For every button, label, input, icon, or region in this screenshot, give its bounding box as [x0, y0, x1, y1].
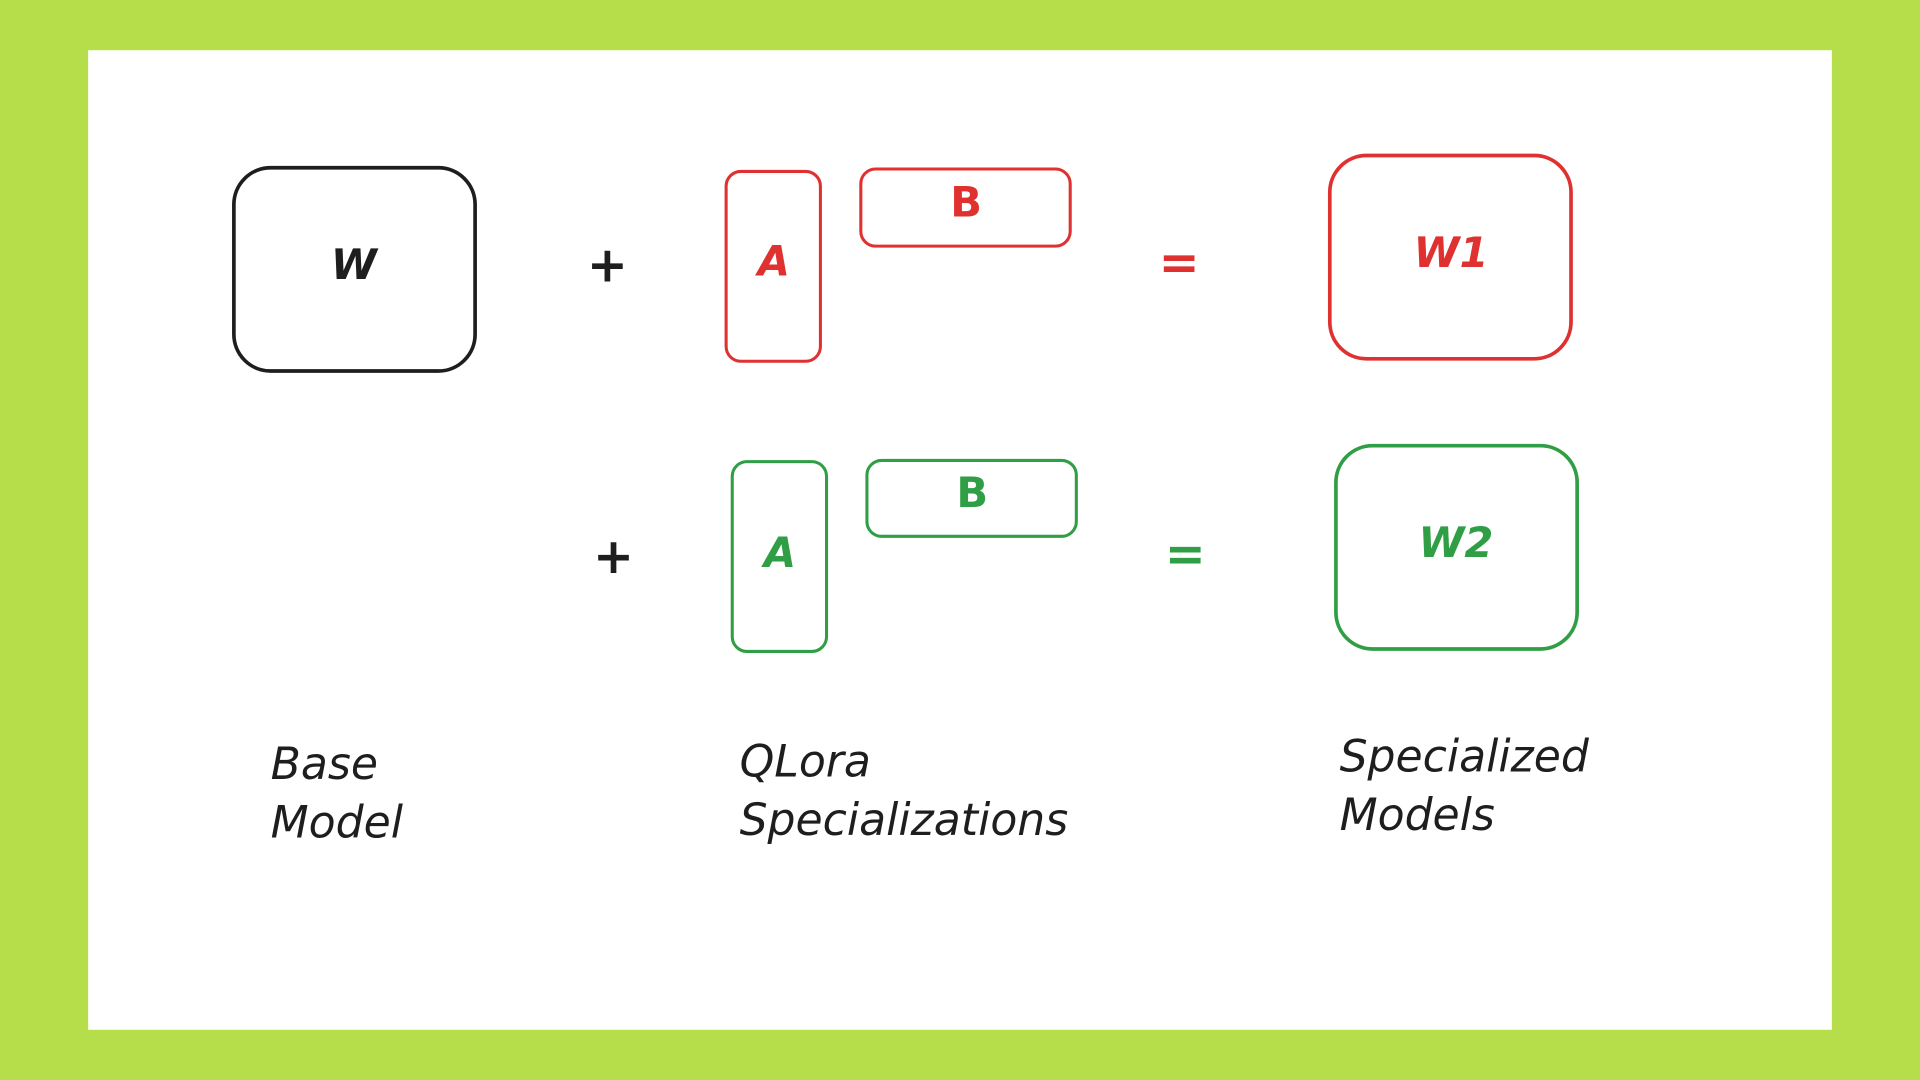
green-a-label: A: [761, 528, 796, 577]
red-b-label: B: [950, 178, 982, 227]
specialized-matrix-w2: W2: [1334, 443, 1579, 651]
red-matrix-a: A: [724, 169, 822, 363]
equals-sign-1: =: [1159, 234, 1200, 291]
plus-sign-2: +: [593, 528, 634, 585]
base-model-label-line1: Base: [271, 739, 378, 790]
specialized-label-line1: Specialized: [1340, 731, 1590, 782]
canvas: [88, 50, 1832, 1030]
red-matrix-b: B: [859, 167, 1072, 248]
base-matrix-label: W: [331, 240, 379, 289]
equals-sign-2: =: [1165, 526, 1206, 583]
green-b-label: B: [956, 468, 988, 517]
specialized-matrix-w1: W1: [1327, 153, 1573, 361]
plus-sign-1: +: [587, 237, 628, 294]
qlora-label-line1: QLora: [740, 736, 871, 787]
qlora-label-line2: Specializations: [740, 795, 1069, 846]
green-matrix-a: A: [730, 460, 829, 653]
w2-label: W2: [1418, 518, 1493, 567]
red-a-label: A: [755, 236, 790, 285]
green-matrix-b: B: [865, 458, 1078, 538]
w1-label: W1: [1414, 228, 1489, 277]
specialized-label-line2: Models: [1340, 790, 1495, 841]
base-model-label-line2: Model: [271, 798, 404, 849]
base-matrix-w: W: [232, 165, 477, 373]
